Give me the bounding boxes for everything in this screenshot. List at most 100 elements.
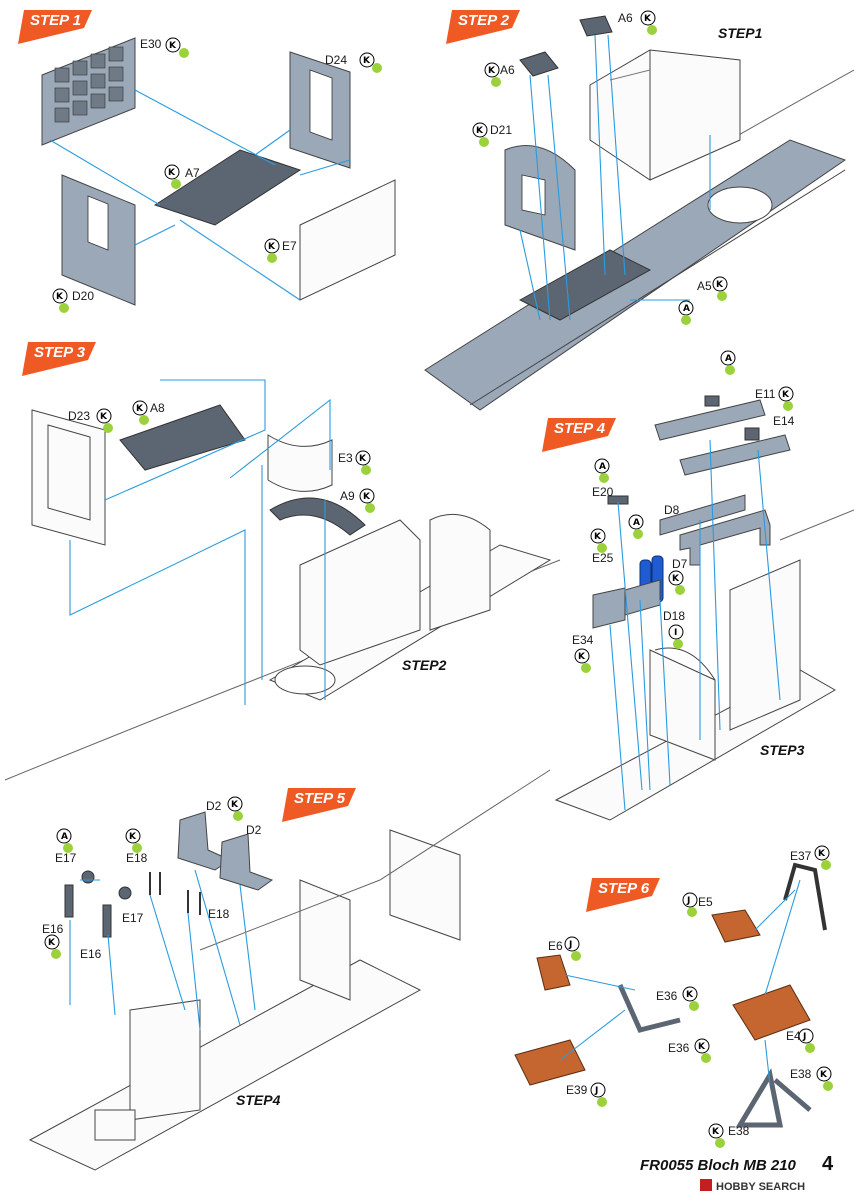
svg-text:I: I (674, 628, 677, 638)
svg-text:K: K (686, 990, 694, 1000)
part-e34 (592, 587, 626, 629)
part-e17-e16-left (64, 870, 95, 918)
paint-badge: K (96, 408, 113, 433)
paint-badge: A (628, 514, 644, 539)
step-4-arrows (609, 439, 781, 811)
paint-badge: J (798, 1028, 815, 1053)
svg-text:K: K (231, 800, 239, 810)
label-e36-a: E36 (656, 989, 678, 1003)
svg-text:K: K (359, 454, 367, 464)
step-2-title: STEP 2 (458, 12, 510, 29)
paint-badge: K (132, 400, 149, 425)
label-e6: E6 (548, 939, 563, 953)
svg-text:K: K (363, 492, 371, 502)
paint-badge: K (44, 934, 61, 959)
svg-text:K: K (476, 126, 484, 136)
paint-badge: K (694, 1038, 711, 1063)
svg-text:K: K (594, 532, 602, 542)
step-3-title: STEP 3 (34, 344, 86, 361)
step-5-title: STEP 5 (294, 790, 346, 807)
step-1-title: STEP 1 (30, 12, 81, 29)
svg-text:K: K (578, 652, 586, 662)
part-d8 (659, 494, 746, 536)
paint-badge: K (359, 52, 382, 73)
part-d24-panel (289, 51, 351, 169)
step-5-arrows (69, 869, 256, 1031)
svg-text:K: K (136, 404, 144, 414)
svg-text:K: K (363, 56, 371, 66)
label-e18-b: E18 (208, 907, 230, 921)
ref-step3: STEP3 (760, 742, 805, 758)
watermark-logo-icon (700, 1179, 712, 1191)
svg-text:K: K (698, 1042, 706, 1052)
part-e36-frame-a (617, 983, 681, 1033)
label-d24: D24 (325, 53, 347, 67)
label-e34: E34 (572, 633, 594, 647)
page-number: 4 (822, 1153, 834, 1175)
label-a8: A8 (150, 401, 165, 415)
svg-text:K: K (268, 242, 276, 252)
step-2-arrows (519, 34, 711, 321)
step-2-banner: STEP 2 (446, 10, 520, 44)
paint-badge: K (778, 386, 794, 411)
label-a6-top: A6 (618, 11, 633, 25)
label-e25: E25 (592, 551, 614, 565)
svg-text:A: A (725, 354, 732, 364)
part-d2-seat-2 (219, 833, 274, 891)
product-title: FR0055 Bloch MB 210 (640, 1157, 797, 1174)
label-e3: E3 (338, 451, 353, 465)
label-a7: A7 (185, 166, 200, 180)
label-d20: D20 (72, 289, 94, 303)
svg-text:J: J (686, 896, 690, 906)
part-e3-bulkhead (267, 434, 333, 492)
label-d2-a: D2 (206, 799, 222, 813)
svg-text:J: J (802, 1032, 806, 1042)
part-d7-frame (679, 509, 771, 566)
step-4-title: STEP 4 (554, 420, 606, 437)
svg-text:A: A (683, 304, 690, 314)
part-a6-top (579, 15, 613, 37)
paint-badge: K (264, 238, 280, 263)
part-e37-frame (783, 862, 827, 931)
paint-badge: A (594, 458, 610, 483)
svg-text:A: A (61, 832, 68, 842)
step-6-arrows (559, 879, 801, 1086)
svg-text:K: K (56, 292, 64, 302)
paint-badge: K (712, 276, 728, 301)
paint-badge: K (472, 122, 489, 147)
ref-step2: STEP2 (402, 657, 447, 673)
part-a7-floor (153, 149, 302, 226)
paint-badge: K (816, 1066, 833, 1091)
label-e38-b: E38 (728, 1124, 750, 1138)
part-e30-panel (41, 37, 136, 146)
watermark-text: HOBBY SEARCH (716, 1181, 805, 1193)
step-6-section: STEP 6 E37 E5 E6 E36 E36 E4 E39 E38 (514, 849, 827, 1138)
step-3-arrows (69, 379, 331, 705)
paint-badge: K (164, 164, 181, 189)
label-e17-b: E17 (122, 911, 144, 925)
svg-text:K: K (712, 1127, 720, 1137)
svg-text:A: A (599, 462, 606, 472)
label-a9: A9 (340, 489, 355, 503)
label-d18: D18 (663, 609, 685, 623)
paint-badge: K (708, 1123, 725, 1148)
label-e4: E4 (786, 1029, 801, 1043)
paint-badge: K (355, 450, 371, 475)
svg-text:K: K (488, 66, 496, 76)
label-e36-b: E36 (668, 1041, 690, 1055)
svg-text:K: K (782, 390, 790, 400)
svg-text:K: K (716, 280, 724, 290)
paint-badge: K (814, 845, 831, 870)
paint-badge: K (227, 796, 243, 821)
part-e4-seat (732, 984, 811, 1041)
svg-text:K: K (48, 938, 56, 948)
step-2-cabin-frame (589, 49, 741, 181)
label-d8: D8 (664, 503, 680, 517)
step-2-fuselage-floor (424, 69, 854, 411)
part-a8-floor (119, 404, 246, 471)
label-a6-left: A6 (500, 63, 515, 77)
label-e7: E7 (282, 239, 297, 253)
part-e38-frames (735, 1068, 812, 1128)
paint-badge: K (574, 648, 591, 673)
